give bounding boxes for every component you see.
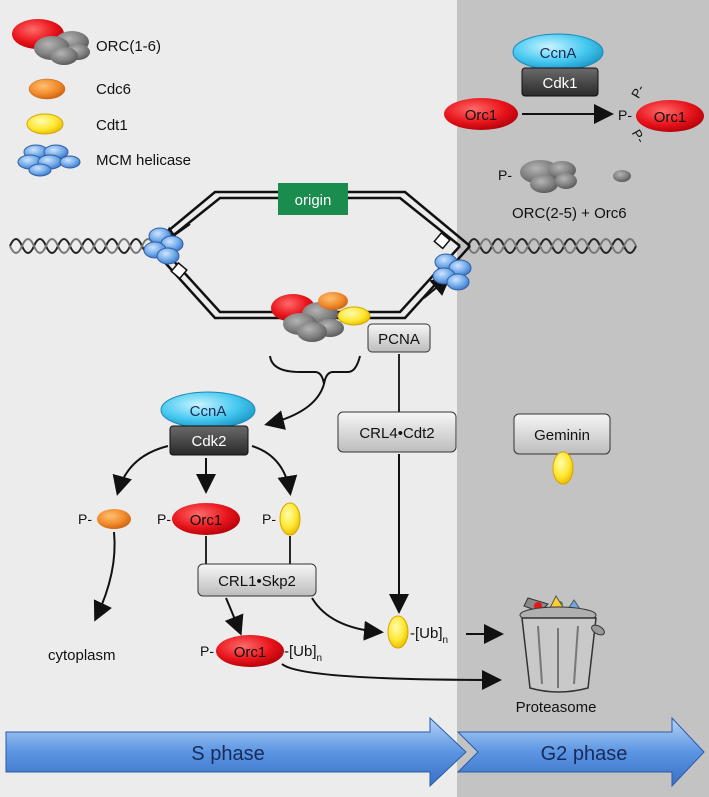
legend-mcm-label: MCM helicase (96, 152, 191, 169)
proteasome-trash-icon (519, 594, 605, 693)
legend-mcm-icon (17, 144, 81, 177)
p-prefix-top: P- (628, 82, 647, 101)
orc1-ubiquitin-label: -[Ub]n (284, 643, 322, 664)
orc1-phos-icon (172, 503, 240, 535)
orc1-left-icon (444, 98, 518, 130)
cdc6-phos-icon (97, 509, 131, 529)
orc1-ub-label: Orc1 (234, 644, 267, 661)
primer-marker-left (170, 261, 188, 280)
ccna-mid-label: CcnA (190, 403, 227, 420)
geminin-cdt1-icon (552, 451, 574, 485)
ub-text: -[Ub] (284, 643, 317, 660)
ccna-top-label: CcnA (540, 45, 577, 62)
arrow-crl1-to-orc1-ub (224, 597, 244, 636)
g2-phase-label: G2 phase (541, 743, 628, 765)
p-prefix-orc1-ub: P- (200, 643, 214, 659)
geminin-label: Geminin (534, 427, 590, 444)
legend-cdc6-label: Cdc6 (96, 81, 131, 98)
origin-box (278, 183, 348, 215)
proteasome-label: Proteasome (516, 699, 597, 716)
orc1-left-label: Orc1 (465, 107, 498, 124)
p-prefix-mid: P- (618, 107, 632, 123)
ub-subscript-2: n (443, 635, 449, 646)
p-prefix-orc: P- (498, 167, 512, 183)
s-phase-label: S phase (191, 743, 264, 765)
pcna-label: PCNA (378, 331, 420, 348)
p-prefix-cdt1: P- (262, 511, 276, 527)
legend-cdt1-icon (26, 113, 64, 135)
pcna-box (367, 323, 431, 353)
cdk1-label: Cdk1 (542, 75, 577, 92)
crl1-skp2-label: CRL1•Skp2 (218, 573, 296, 590)
cdt1-ub-icon (387, 615, 409, 649)
orc6-icon (613, 170, 631, 182)
orc1-ub-icon (216, 635, 284, 667)
ub-text-2: -[Ub] (410, 625, 443, 642)
orc-subunits-label: ORC(2-5) + Orc6 (512, 205, 627, 222)
g2-phase-arrow (456, 716, 705, 788)
cdk2-box (169, 425, 249, 456)
orc-subunits-icon (520, 160, 577, 193)
arrow-cdk2-to-cdc6 (112, 445, 169, 496)
cdk2-label: Cdk2 (191, 433, 226, 450)
orc1-phos-label: Orc1 (190, 512, 223, 529)
orc1-right-icon (636, 100, 704, 132)
orc1-right-label: Orc1 (654, 109, 687, 126)
crl4-cdt2-label: CRL4•Cdt2 (359, 425, 434, 442)
legend-cdc6-icon (28, 78, 66, 100)
arrow-cdc6-to-cytoplasm (93, 531, 116, 622)
primer-marker-right (433, 231, 451, 250)
p-prefix-orc1: P- (157, 511, 171, 527)
cdk1-box (521, 67, 599, 97)
p-prefix-cdc6: P- (78, 511, 92, 527)
dna-helix-right (467, 238, 637, 254)
arrow-cdk2-to-cdt1 (251, 445, 298, 496)
cdt1-phos-icon (279, 502, 301, 536)
arrow-crl1-to-cdt1-ub (311, 597, 384, 641)
s-phase-arrow (5, 716, 467, 788)
cdt1-ubiquitin-label: -[Ub]n (410, 625, 448, 646)
legend-orc-icon (12, 19, 90, 65)
crl4-cdt2-box (337, 411, 457, 453)
cytoplasm-label: cytoplasm (48, 647, 116, 664)
crl1-skp2-box (197, 563, 317, 597)
pre-rc-complex (271, 292, 371, 342)
legend-cdt1-label: Cdt1 (96, 117, 128, 134)
mcm-helicase-left (143, 227, 184, 265)
origin-label: origin (295, 192, 332, 209)
p-prefix-bottom: P- (629, 127, 648, 146)
legend-orc-label: ORC(1-6) (96, 38, 161, 55)
arrow-orc1-ub-to-proteasome (281, 663, 502, 690)
mcm-helicase-right (432, 253, 472, 291)
dna-helix-left (9, 238, 155, 254)
ub-subscript: n (317, 653, 323, 664)
arrow-complex-to-cdk2 (264, 383, 325, 430)
